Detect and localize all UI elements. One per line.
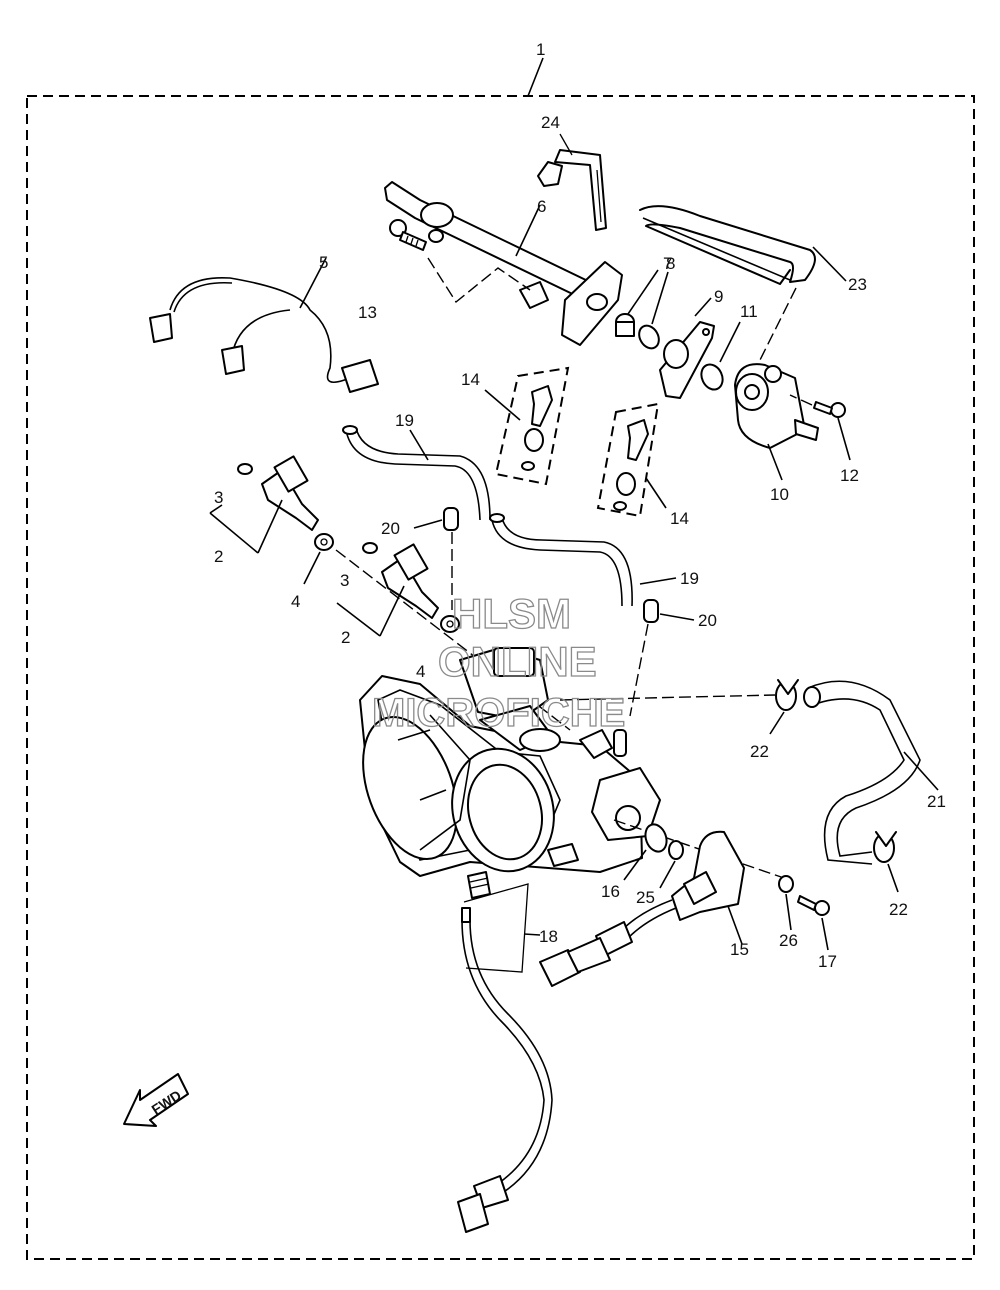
fwd-arrow-icon xyxy=(123,1073,189,1127)
callout-labels: 1 24 6 5 13 7 8 9 11 23 14 19 12 10 3 14… xyxy=(214,40,946,971)
callout-14a: 14 xyxy=(461,370,480,389)
callout-22a: 22 xyxy=(750,742,769,761)
callout-24: 24 xyxy=(541,113,560,132)
part-6-fuel-rail xyxy=(384,181,623,346)
callout-2a: 2 xyxy=(214,547,223,566)
callout-16: 16 xyxy=(601,882,620,901)
part-20-cap-right xyxy=(629,599,695,717)
part-4-seal-lower xyxy=(440,615,460,633)
part-13-screw xyxy=(389,219,531,304)
part-11-o-ring xyxy=(700,321,741,391)
callout-15: 15 xyxy=(730,940,749,959)
assembly-boundary xyxy=(26,95,975,1260)
callout-17: 17 xyxy=(818,952,837,971)
watermark: HLSM ONLINE MICROFICHE xyxy=(371,589,626,735)
part-2-injector-lower xyxy=(336,543,439,637)
callout-19a: 19 xyxy=(395,411,414,430)
part-15-sensor xyxy=(539,830,745,987)
throttle-body xyxy=(359,647,791,881)
callout-3a: 3 xyxy=(214,488,223,507)
callout-21: 21 xyxy=(927,792,946,811)
part-5-wire-harness xyxy=(149,257,379,393)
part-23-fuel-hose xyxy=(639,205,847,361)
part-16-o-ring xyxy=(623,823,668,881)
watermark-line3: MICROFICHE xyxy=(372,691,625,735)
part-7-collar xyxy=(615,269,659,337)
callout-3b: 3 xyxy=(340,571,349,590)
callout-20a: 20 xyxy=(381,519,400,538)
callout-4a: 4 xyxy=(291,592,300,611)
part-10-pressure-regulator xyxy=(734,363,819,481)
part-14-valve-kit-upper xyxy=(484,366,570,486)
part-3-o-ring-lower xyxy=(362,542,378,554)
part-19-hose-upper xyxy=(342,425,491,521)
part-17-screw xyxy=(797,895,830,951)
callout-26: 26 xyxy=(779,931,798,950)
part-22-clamp-upper xyxy=(769,679,799,735)
callout-12: 12 xyxy=(840,466,859,485)
callout-4b: 4 xyxy=(416,662,425,681)
callout-2b: 2 xyxy=(341,628,350,647)
part-14-valve-kit-lower xyxy=(596,402,667,518)
callout-11: 11 xyxy=(740,302,758,321)
part-25-pin xyxy=(659,840,684,889)
callout-8: 8 xyxy=(666,254,675,273)
part-22-clamp-lower xyxy=(873,831,899,893)
callout-13: 13 xyxy=(358,303,377,322)
callout-23: 23 xyxy=(848,275,867,294)
callout-19b: 19 xyxy=(680,569,699,588)
callout-10: 10 xyxy=(770,485,789,504)
part-18-cable xyxy=(457,871,553,1233)
callout-18: 18 xyxy=(539,927,558,946)
callout-22b: 22 xyxy=(889,900,908,919)
callout-7: 7 xyxy=(663,254,672,273)
part-12-screw xyxy=(789,394,851,461)
callout-20b: 20 xyxy=(698,611,717,630)
callout-9: 9 xyxy=(714,287,723,306)
part-9-adapter xyxy=(659,297,715,399)
part-21-hose xyxy=(803,680,939,865)
part-26-washer xyxy=(778,875,794,931)
watermark-line1: HLSM xyxy=(452,590,571,637)
callout-5: 5 xyxy=(319,253,328,272)
callout-25: 25 xyxy=(636,888,655,907)
callout-14b: 14 xyxy=(670,509,689,528)
leader-1 xyxy=(527,57,544,97)
part-20-cap-left xyxy=(413,507,459,610)
part-24-bracket xyxy=(537,133,607,231)
part-8-o-ring xyxy=(638,271,669,350)
part-19-hose-lower xyxy=(489,513,677,607)
part-3-o-ring-upper xyxy=(237,463,253,475)
part-2-injector-upper xyxy=(209,455,319,554)
watermark-line2: ONLINE xyxy=(438,638,597,685)
callout-1: 1 xyxy=(536,40,545,59)
callout-6: 6 xyxy=(537,197,546,216)
